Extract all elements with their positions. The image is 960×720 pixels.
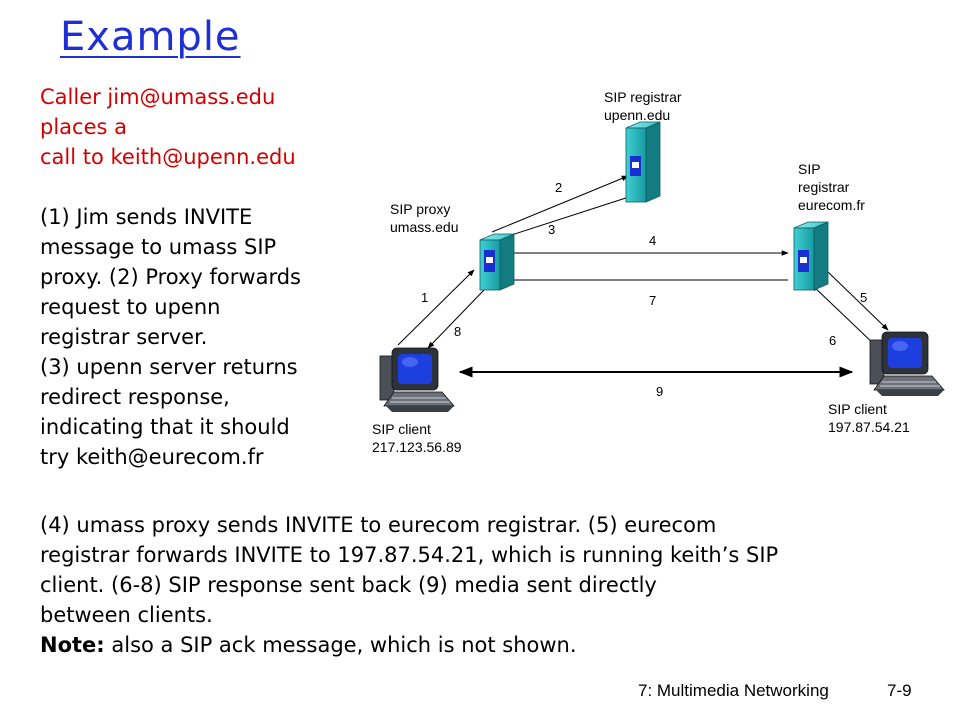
proxy-umass-label-line2: umass.edu bbox=[390, 219, 458, 235]
note-text: also a SIP ack message, which is not sho… bbox=[104, 633, 577, 657]
note-label: Note: bbox=[40, 633, 105, 657]
registrar-eurecom-label-line2: registrar bbox=[798, 179, 850, 195]
page-title: Example bbox=[60, 14, 241, 60]
arrow-label-2: 2 bbox=[555, 180, 562, 195]
caller-text: Caller jim@umass.edu places a call to ke… bbox=[40, 82, 370, 172]
arrow-label-1: 1 bbox=[421, 290, 428, 305]
arrow-6 bbox=[811, 284, 877, 347]
step-line: redirect response, bbox=[40, 385, 230, 409]
sip-proxy-umass-server-icon bbox=[479, 233, 515, 291]
footer-page-number: 7-9 bbox=[887, 681, 912, 700]
client-left-label-line2: 217.123.56.89 bbox=[372, 439, 462, 455]
steps-description-1: (1) Jim sends INVITE message to umass SI… bbox=[40, 202, 370, 472]
registrar-eurecom-label-line3: eurecom.fr bbox=[798, 197, 865, 213]
step-line: client. (6-8) SIP response sent back (9)… bbox=[40, 573, 657, 597]
arrow-label-9: 9 bbox=[656, 384, 663, 399]
caller-line: call to keith@upenn.edu bbox=[40, 145, 296, 169]
step-line: try keith@eurecom.fr bbox=[40, 445, 264, 469]
step-line: (3) upenn server returns bbox=[40, 355, 298, 379]
arrow-label-5: 5 bbox=[860, 290, 867, 305]
step-line: message to umass SIP bbox=[40, 235, 277, 259]
caller-line: Caller jim@umass.edu bbox=[40, 85, 276, 109]
arrow-label-3: 3 bbox=[548, 222, 555, 237]
step-line: request to upenn bbox=[40, 295, 221, 319]
client-right-label-line1: SIP client bbox=[828, 401, 887, 417]
arrow-label-4: 4 bbox=[649, 233, 656, 248]
step-line: indicating that it should bbox=[40, 415, 290, 439]
sip-client-right-computer-icon bbox=[869, 331, 945, 396]
caller-line: places a bbox=[40, 115, 127, 139]
step-line: proxy. (2) Proxy forwards bbox=[40, 265, 301, 289]
note-line: Note: also a SIP ack message, which is n… bbox=[40, 630, 950, 660]
proxy-umass-label-line1: SIP proxy bbox=[390, 201, 450, 217]
sip-registrar-eurecom-server-icon bbox=[793, 221, 829, 291]
arrow-label-7: 7 bbox=[649, 293, 656, 308]
step-line: between clients. bbox=[40, 603, 213, 627]
step-line: registrar forwards INVITE to 197.87.54.2… bbox=[40, 543, 779, 567]
step-line: (4) umass proxy sends INVITE to eurecom … bbox=[40, 513, 717, 537]
sip-registrar-upenn-server-icon bbox=[625, 121, 661, 203]
steps-description-2: (4) umass proxy sends INVITE to eurecom … bbox=[40, 510, 950, 660]
client-left-label-line1: SIP client bbox=[372, 421, 431, 437]
arrow-1 bbox=[397, 269, 475, 346]
arrow-8 bbox=[427, 289, 485, 349]
arrow-2 bbox=[491, 175, 629, 233]
arrow-label-8: 8 bbox=[454, 324, 461, 339]
footer-chapter: 7: Multimedia Networking bbox=[638, 681, 829, 700]
registrar-upenn-label-line2: upenn.edu bbox=[604, 107, 670, 123]
client-right-label-line2: 197.87.54.21 bbox=[828, 419, 910, 435]
arrow-5 bbox=[827, 271, 889, 331]
registrar-upenn-label-line1: SIP registrar bbox=[604, 89, 682, 105]
registrar-eurecom-label-line1: SIP bbox=[798, 161, 821, 177]
step-line: registrar server. bbox=[40, 325, 208, 349]
arrow-3 bbox=[495, 195, 633, 241]
arrow-label-6: 6 bbox=[829, 333, 836, 348]
step-line: (1) Jim sends INVITE bbox=[40, 205, 253, 229]
sip-client-left-computer-icon bbox=[379, 347, 455, 412]
